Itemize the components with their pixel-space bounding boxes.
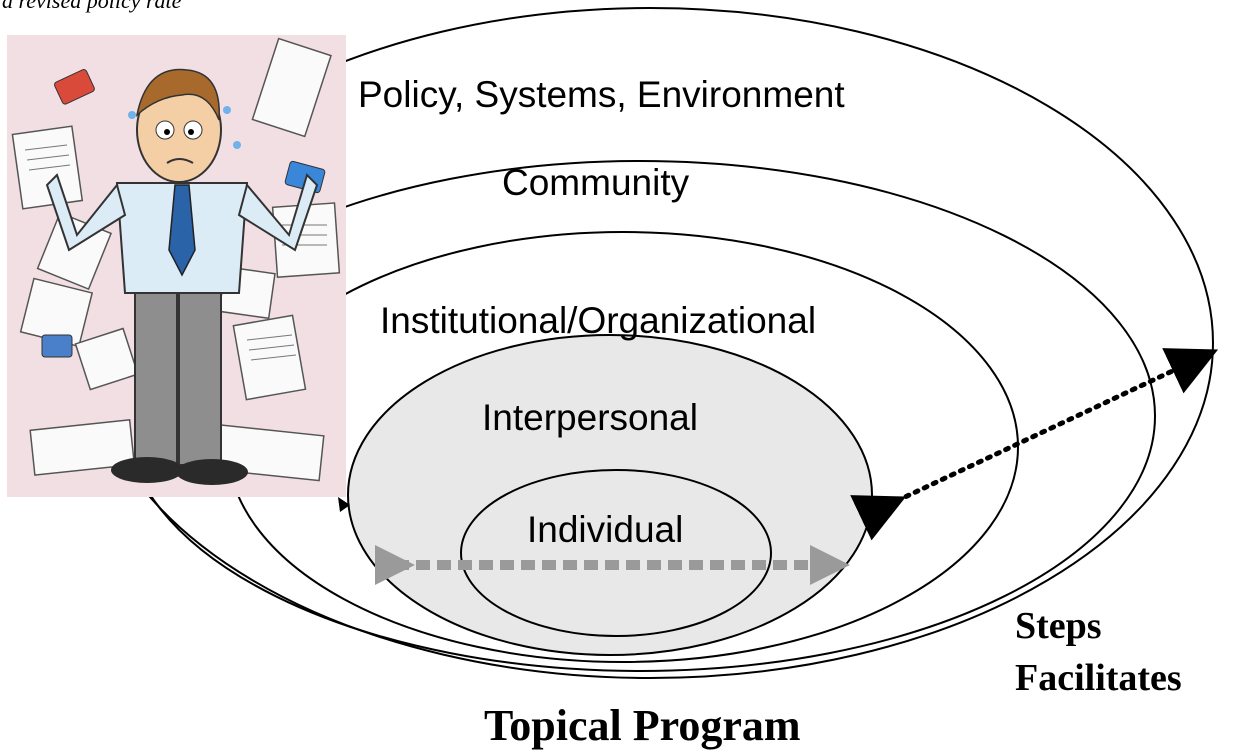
interpersonal-label: Interpersonal [482, 397, 698, 438]
community-label: Community [502, 162, 690, 203]
man-figure-icon [45, 68, 319, 485]
left-arrowhead [338, 497, 350, 512]
facilitates-label: Facilitates [1015, 657, 1182, 699]
cut-caption: a revised policy rate [2, 0, 182, 13]
policy-label: Policy, Systems, Environment [358, 74, 845, 115]
credit-card-icon [54, 69, 95, 105]
individual-label: Individual [527, 509, 684, 550]
interpersonal-oval [347, 334, 873, 656]
credit-card-icon [41, 334, 73, 358]
steps-label: Steps [1015, 605, 1102, 647]
black-dotted-arrow [850, 348, 1219, 541]
institutional-label: Institutional/Organizational [380, 300, 817, 341]
topical-program-label: Topical Program [484, 701, 801, 750]
stressed-man-clipart [7, 35, 346, 497]
